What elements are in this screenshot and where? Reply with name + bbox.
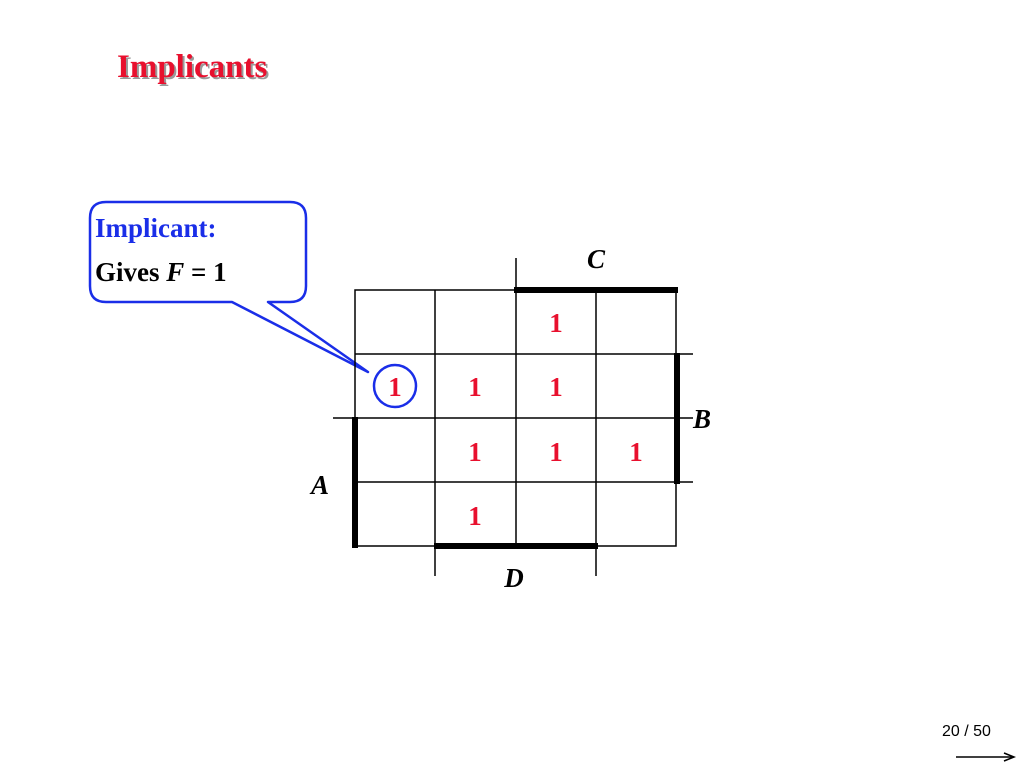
kmap-cell-r1-c2: 1	[549, 372, 563, 402]
label-a: A	[309, 470, 329, 500]
label-c: C	[587, 244, 606, 274]
kmap-cell-r1-c1: 1	[468, 372, 482, 402]
callout-body-variable: F	[166, 257, 185, 287]
kmap-cell-values: 1 1 1 1 1 1 1 1	[388, 308, 643, 531]
kmap-grid	[333, 258, 693, 576]
slide-title: Implicants	[117, 49, 268, 85]
callout-body-suffix: = 1	[191, 257, 227, 287]
implicant-highlight-circle	[372, 363, 418, 409]
kmap-cell-r0-c2: 1	[549, 308, 563, 338]
kmap-cell-r1-c0: 1	[388, 372, 402, 402]
callout-bubble	[88, 200, 370, 374]
page-number: 20 / 50	[942, 723, 991, 740]
callout-body: Gives F = 1	[95, 257, 227, 288]
kmap-cell-r2-c1: 1	[468, 437, 482, 467]
kmap-range-bars	[352, 287, 680, 549]
kmap-cell-r2-c3: 1	[629, 437, 643, 467]
kmap-cell-r3-c1: 1	[468, 501, 482, 531]
label-d: D	[503, 563, 524, 593]
kmap-cell-r2-c2: 1	[549, 437, 563, 467]
next-page-arrow-icon[interactable]	[956, 752, 1017, 762]
callout-body-prefix: Gives	[95, 257, 160, 287]
label-b: B	[692, 404, 711, 434]
callout-heading: Implicant:	[95, 213, 217, 243]
